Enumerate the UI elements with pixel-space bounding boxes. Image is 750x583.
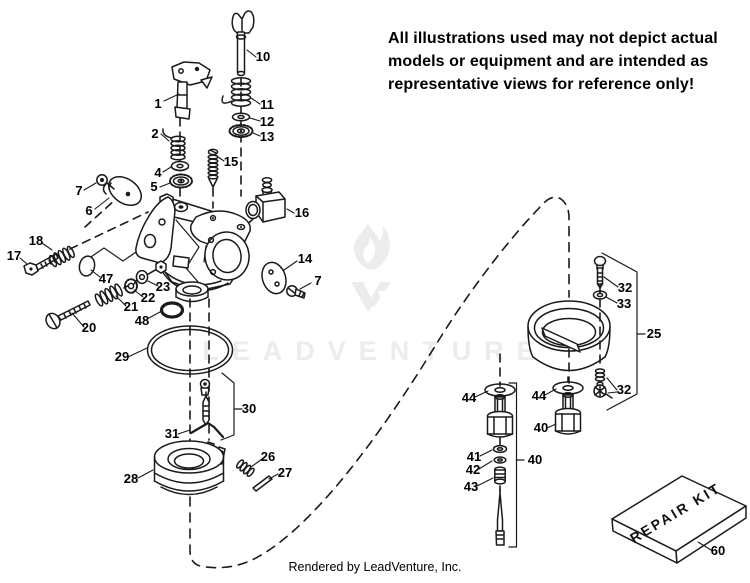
callout-23: 23 bbox=[156, 279, 170, 294]
part-welch-plug bbox=[78, 255, 96, 277]
callout-44-left: 44 bbox=[462, 390, 477, 405]
callout-40-right: 40 bbox=[534, 420, 548, 435]
part-spring-18 bbox=[48, 245, 75, 268]
part-adjusting-screw bbox=[45, 300, 91, 330]
part-lock-washer-13 bbox=[228, 124, 254, 138]
callout-18: 18 bbox=[29, 233, 43, 248]
render-credit: Rendered by LeadVenture, Inc. bbox=[288, 560, 462, 574]
part-bowl-bolt bbox=[593, 255, 607, 289]
part-washer-12 bbox=[231, 112, 251, 122]
disclaimer-text: All illustrations used may not depict ac… bbox=[388, 27, 718, 96]
callout-42: 42 bbox=[466, 462, 480, 477]
part-nozzle-40-left bbox=[486, 394, 514, 438]
part-washer-44-right bbox=[552, 381, 584, 395]
callout-14: 14 bbox=[298, 251, 313, 266]
callout-22: 22 bbox=[141, 290, 155, 305]
callout-21: 21 bbox=[124, 299, 138, 314]
callout-labels: 1 2 4 5 6 7 7 10 11 12 13 14 15 16 17 18… bbox=[7, 49, 725, 558]
callout-31: 31 bbox=[165, 426, 179, 441]
callout-26: 26 bbox=[261, 449, 275, 464]
bowl-position-curve bbox=[189, 196, 570, 569]
callout-41: 41 bbox=[467, 449, 481, 464]
part-washer-23 bbox=[133, 269, 149, 285]
part-choke-plate bbox=[102, 175, 143, 207]
part-washer-4 bbox=[170, 160, 190, 172]
bracket-25 bbox=[601, 252, 638, 411]
callout-1: 1 bbox=[154, 96, 161, 111]
part-throttle-shaft bbox=[171, 61, 213, 120]
disclaimer-line-2: models or equipment and are intended as bbox=[388, 53, 709, 70]
part-float-bowl bbox=[527, 300, 611, 372]
disclaimer-line-1: All illustrations used may not depict ac… bbox=[388, 30, 718, 47]
bracket-40 bbox=[508, 382, 518, 548]
callout-20: 20 bbox=[82, 320, 96, 335]
callout-2: 2 bbox=[151, 126, 158, 141]
callout-7-right: 7 bbox=[314, 273, 321, 288]
part-seal-43 bbox=[494, 466, 506, 485]
callout-47: 47 bbox=[99, 271, 113, 286]
callout-16: 16 bbox=[295, 205, 309, 220]
callout-25: 25 bbox=[647, 326, 661, 341]
part-throttle-spring bbox=[162, 128, 186, 161]
callout-6: 6 bbox=[85, 203, 92, 218]
bracket-30 bbox=[220, 372, 235, 441]
part-nozzle-40-right bbox=[554, 392, 582, 435]
part-bowl-gasket bbox=[146, 325, 234, 375]
part-screw-7-right bbox=[286, 285, 306, 299]
part-clip-41 bbox=[492, 444, 508, 454]
part-o-ring bbox=[159, 301, 185, 319]
callout-12: 12 bbox=[260, 114, 274, 129]
callout-17: 17 bbox=[7, 248, 21, 263]
callout-27: 27 bbox=[278, 465, 292, 480]
part-metering-needle bbox=[495, 488, 505, 546]
disclaimer-line-3: representative views for reference only! bbox=[388, 76, 695, 93]
callout-15: 15 bbox=[224, 154, 238, 169]
callout-29: 29 bbox=[115, 349, 129, 364]
callout-32-bottom: 32 bbox=[617, 382, 631, 397]
callout-4: 4 bbox=[154, 165, 162, 180]
part-float bbox=[153, 440, 226, 496]
part-throttle-plate bbox=[261, 261, 287, 295]
part-hinge-pin bbox=[252, 475, 273, 492]
part-carburetor-body bbox=[135, 193, 251, 303]
part-lock-washer-22 bbox=[124, 278, 138, 294]
callout-10: 10 bbox=[256, 49, 270, 64]
callout-60: 60 bbox=[711, 543, 725, 558]
callout-44-right: 44 bbox=[532, 388, 547, 403]
part-fuel-inlet-fitting bbox=[245, 176, 286, 223]
part-choke-shaft bbox=[231, 10, 255, 77]
callout-28: 28 bbox=[124, 471, 138, 486]
callout-13: 13 bbox=[260, 129, 274, 144]
part-hinge-spring bbox=[235, 459, 255, 478]
callout-7-left: 7 bbox=[75, 183, 82, 198]
part-washer-42 bbox=[493, 456, 507, 464]
callout-11: 11 bbox=[260, 97, 274, 112]
callout-30: 30 bbox=[242, 401, 256, 416]
break-line bbox=[84, 247, 143, 262]
leader-lines bbox=[19, 49, 712, 551]
callout-5: 5 bbox=[150, 179, 157, 194]
callout-48: 48 bbox=[135, 313, 149, 328]
part-needle-seat bbox=[199, 378, 211, 426]
part-screw-7-left bbox=[96, 174, 115, 190]
repair-kit-box: REPAIR KIT bbox=[611, 475, 747, 564]
callout-40-left: 40 bbox=[528, 452, 542, 467]
part-float-clip bbox=[189, 421, 225, 439]
part-choke-spring bbox=[221, 77, 252, 107]
callout-43: 43 bbox=[464, 479, 478, 494]
part-drain-assy-32 bbox=[593, 368, 613, 399]
callout-33: 33 bbox=[617, 296, 631, 311]
part-lock-washer-5 bbox=[169, 173, 193, 189]
callout-32-top: 32 bbox=[618, 280, 632, 295]
part-idle-screw bbox=[207, 148, 219, 188]
assembly-axis-lines-2 bbox=[189, 196, 601, 569]
part-spring-21 bbox=[94, 283, 123, 307]
